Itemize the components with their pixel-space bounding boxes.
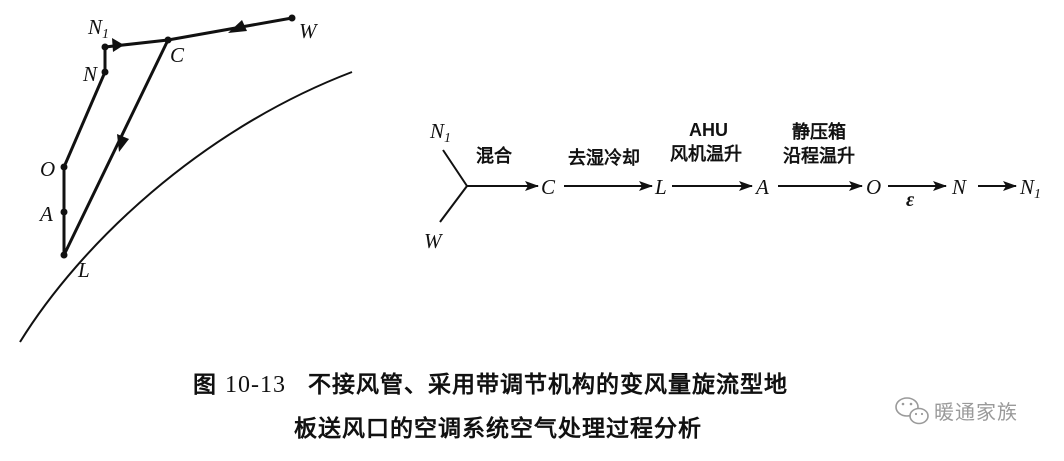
flow-label-l: L [654, 175, 667, 199]
caption-line-1: 图 10-13 不接风管、采用带调节机构的变风量旋流型地 [193, 371, 788, 398]
psychrometric-sketch: N1 W C N O A L [19, 14, 353, 343]
ahu-label: AHU [689, 120, 728, 140]
caption-prefix: 图 [193, 372, 217, 398]
saturation-curve [19, 71, 353, 343]
arrow-w-to-c [228, 20, 247, 33]
figure-caption: 图 10-13 不接风管、采用带调节机构的变风量旋流型地 板送风口的空调系统空气处理… [193, 371, 788, 442]
label-w: W [299, 19, 319, 43]
flow-label-n1: N1 [429, 119, 451, 146]
label-o: O [40, 157, 55, 181]
duct-temp-rise-label: 沿程温升 [783, 146, 855, 167]
branch-w [439, 185, 468, 223]
point-w-dot [288, 14, 296, 22]
flow-label-n: N [951, 175, 967, 199]
point-c-dot [164, 36, 172, 44]
watermark-text: 暖通家族 [934, 400, 1018, 424]
flow-label-o: O [866, 175, 881, 199]
static-box-label: 静压箱 [792, 121, 846, 143]
flow-label-a: A [754, 175, 769, 199]
label-n1: N1 [87, 15, 109, 42]
point-a-dot [60, 208, 68, 216]
point-o-dot [60, 163, 68, 171]
process-line-o-to-n [62, 71, 107, 168]
caption-number: 10-13 [225, 372, 286, 398]
branch-n1 [442, 149, 468, 187]
arrow-c-to-l [117, 134, 129, 152]
point-n-dot [101, 68, 109, 76]
point-n1-dot [101, 43, 109, 51]
arrow-n1-to-c [112, 38, 124, 52]
mix-label: 混合 [476, 145, 513, 167]
label-a: A [38, 202, 53, 226]
caption-line-2: 板送风口的空调系统空气处理过程分析 [294, 415, 702, 442]
wechat-icon [895, 397, 929, 425]
process-line-c-to-l [62, 39, 170, 256]
point-l-dot [60, 251, 68, 259]
watermark: 暖通家族 [895, 397, 1018, 425]
process-flow-diagram: N1 W 混合 C 去湿冷却 L AHU 风机温升 A 静压箱 沿程温升 O ε… [424, 119, 1041, 253]
label-c: C [170, 43, 185, 67]
dehumid-label: 去湿冷却 [568, 147, 640, 169]
process-line-w-to-c [167, 16, 293, 42]
label-l: L [77, 258, 90, 282]
caption-title-1: 不接风管、采用带调节机构的变风量旋流型地 [308, 371, 788, 398]
label-n: N [82, 62, 98, 86]
flow-label-w: W [424, 229, 444, 253]
epsilon-label: ε [906, 189, 915, 211]
flow-label-c: C [541, 175, 556, 199]
flow-label-n1-end: N1 [1019, 175, 1041, 202]
fan-temp-rise-label: 风机温升 [670, 144, 742, 165]
